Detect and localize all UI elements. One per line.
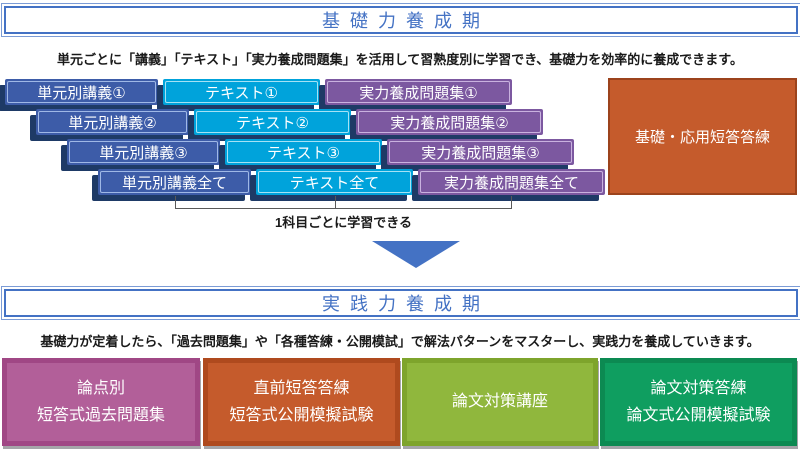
unit-lecture-2-box: 単元別講義② [36,109,189,135]
down-arrow-icon [372,241,460,268]
box-label-line: 直前短答答練 [253,380,350,398]
unit-lecture-all-box: 単元別講義全て [98,169,251,195]
ronbun-taisaku-kouza-box: 論文対策講座 [402,358,598,446]
workbook-2-box: 実力養成問題集② [356,109,543,135]
box-label-line: 論点別 [76,380,125,398]
phase2-description: 基礎力が定着したら、「過去問題集」や「各種答練・公開模試」で解法パターンをマスタ… [40,334,760,349]
textbook-3-box: テキスト③ [225,139,382,165]
textbook-all-box: テキスト全て [256,169,413,195]
box-label-line: 短答式公開模擬試験 [229,406,374,424]
box-label-line: 論文対策答練 [650,380,747,398]
unit-lecture-3-box: 単元別講義③ [67,139,220,165]
box-label-line: 論文対策講座 [451,393,548,411]
box-label-line: 論文式公開模擬試験 [626,406,771,424]
bracket-note: 1科目ごとに学習できる [275,215,412,230]
bracket-tick-right [511,196,512,208]
phase1-title: 基礎力養成期 [322,11,490,31]
chokuzen-tantou-box: 直前短答答練 短答式公開模擬試験 [203,358,400,446]
bracket-line [175,208,512,209]
unit-lecture-1-box: 単元別講義① [5,79,158,105]
bracket-tick-middle [335,196,336,208]
workbook-3-box: 実力養成問題集③ [387,139,574,165]
rontenbetsu-kako-box: 論点別 短答式過去問題集 [2,358,200,446]
basic-applied-tantou-box: 基礎・応用短答答練 [608,78,797,195]
ronbun-touren-moshi-box: 論文対策答練 論文式公開模擬試験 [600,358,797,446]
textbook-1-box: テキスト① [163,79,320,105]
workbook-1-box: 実力養成問題集① [325,79,512,105]
phase2-title: 実践力養成期 [322,294,490,314]
phase1-title-banner: 基礎力養成期 [1,3,800,37]
bracket-tick-left [175,196,176,208]
phase2-title-banner: 実践力養成期 [1,286,800,320]
box-label-line: 短答式過去問題集 [36,406,165,424]
phase1-description: 単元ごとに「講義」「テキスト」「実力養成問題集」を活用して習熟度別に学習でき、基… [56,52,743,67]
workbook-all-box: 実力養成問題集全て [418,169,605,195]
textbook-2-box: テキスト② [194,109,351,135]
